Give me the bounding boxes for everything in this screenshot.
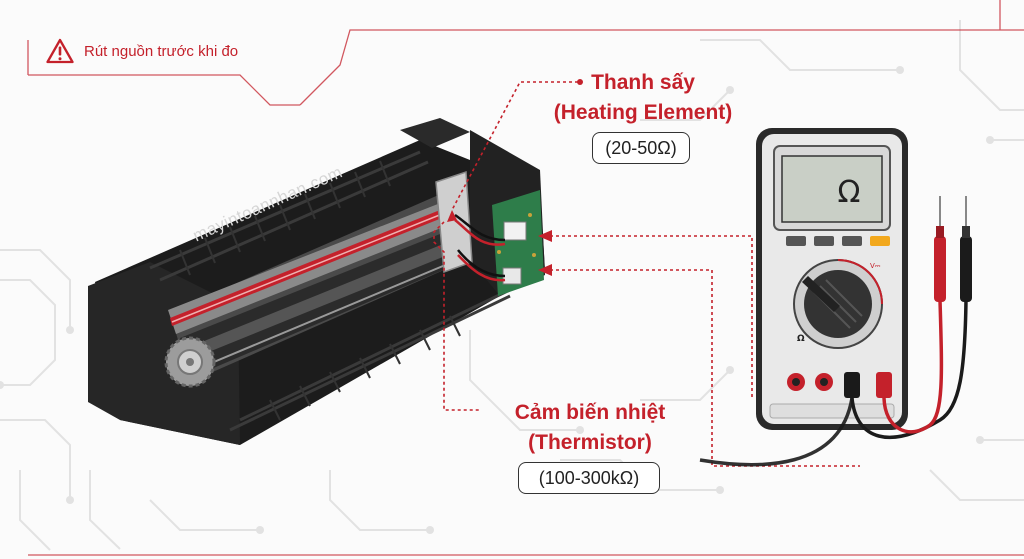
probe-red	[934, 196, 946, 302]
multimeter-body	[756, 128, 908, 430]
thermistor-label: Cảm biến nhiệt (Thermistor)	[480, 398, 700, 458]
warning-triangle-icon	[46, 38, 74, 64]
thermistor-english: (Thermistor)	[528, 431, 652, 454]
heating-element-english: (Heating Element)	[553, 101, 733, 124]
heating-resistance-value: (20-50Ω)	[592, 132, 690, 164]
multimeter-display-reading: Ω	[837, 175, 861, 210]
heating-element-label: Thanh sấy (Heating Element)	[528, 68, 758, 128]
pressure-roller	[180, 228, 463, 378]
thermistor-name: Cảm biến nhiệt	[514, 401, 666, 424]
thermistor-resistance-value: (100-300kΩ)	[518, 462, 660, 494]
probe-black	[960, 196, 972, 302]
heating-element-name: Thanh sấy	[591, 71, 695, 94]
warning-note: Rút nguồn trước khi đo	[46, 34, 238, 68]
dial-ohm-mark: Ω	[797, 334, 805, 344]
gear-icon	[164, 336, 216, 388]
dc-voltage-mark: V⎓	[870, 262, 881, 270]
connector-board	[492, 190, 544, 296]
heating-roller	[168, 200, 456, 334]
warning-text: Rút nguồn trước khi đo	[84, 42, 239, 60]
